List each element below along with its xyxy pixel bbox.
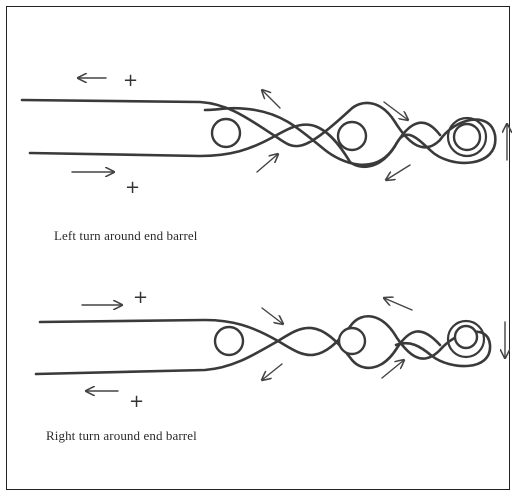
upper-rope-line [20,98,497,166]
lower-rope-line [28,121,442,169]
arrow-icon [262,363,283,380]
caption-right-turn: Right turn around end barrel [46,428,197,443]
arrow-icon [262,90,281,109]
left-turn-diagram: + + [20,70,507,198]
figure-frame [6,6,510,490]
arrow-icon [381,360,404,379]
upper-rope-line [38,315,492,368]
barrel-2 [336,120,368,152]
upper-plus-label: + [133,287,148,308]
barrel-end [452,122,482,152]
barrel-end [453,324,479,350]
barrel-1 [210,117,242,149]
lower-plus-label: + [125,177,140,198]
barrel-1 [213,325,245,357]
caption-left-turn: Left turn around end barrel [54,228,198,243]
lower-plus-label: + [129,391,144,412]
arrow-icon [383,101,408,120]
barrel-2 [337,326,367,356]
end-barrel-loop [446,116,488,158]
arrow-icon [386,164,411,180]
right-turn-diagram: + + [34,287,505,412]
upper-plus-label: + [123,70,138,91]
arrow-icon [256,154,278,173]
end-barrel-loop [446,319,486,359]
arrow-icon [261,307,283,324]
arrow-icon [384,298,413,311]
